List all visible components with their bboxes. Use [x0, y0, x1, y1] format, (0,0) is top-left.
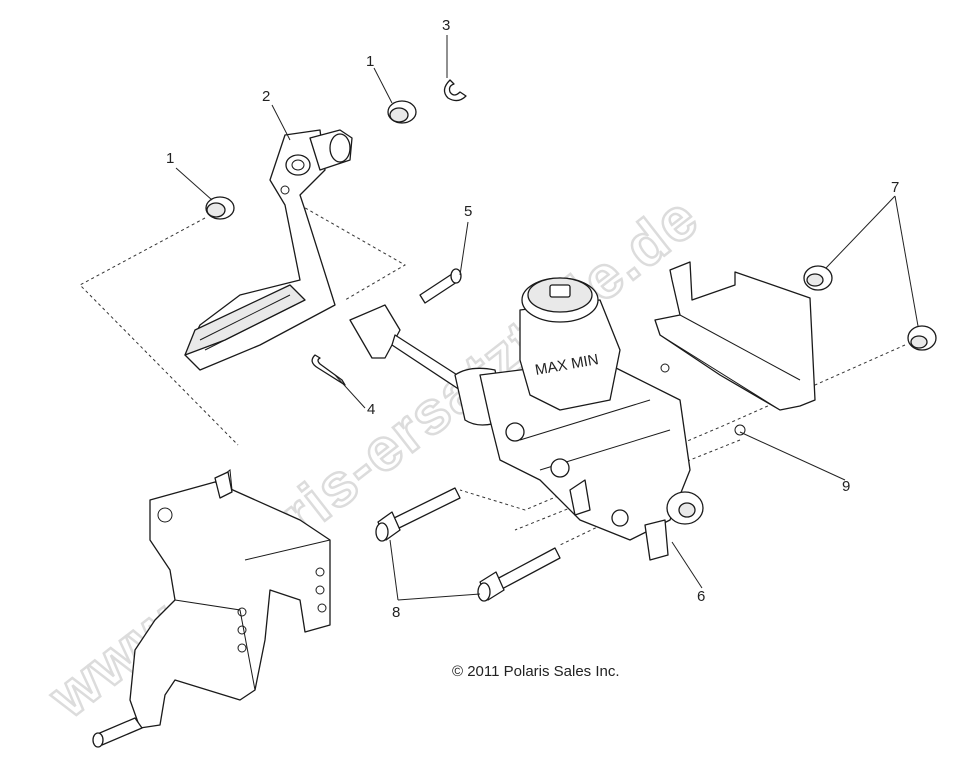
callout-9: 9	[842, 478, 850, 495]
bolt-lower	[477, 547, 561, 602]
callout-1-top: 1	[366, 53, 374, 70]
callout-7: 7	[891, 179, 899, 196]
master-cylinder: MAX MIN	[349, 277, 704, 561]
bushing-left	[205, 196, 235, 220]
nut-lower	[907, 325, 937, 351]
callout-6: 6	[697, 588, 705, 605]
mounting-bracket	[92, 469, 331, 748]
callout-8: 8	[392, 604, 400, 621]
callout-5: 5	[464, 203, 472, 220]
clevis-pin	[419, 268, 462, 304]
brake-pedal	[184, 129, 353, 371]
mounting-plate	[654, 261, 816, 436]
nut-upper	[803, 265, 833, 291]
callout-3: 3	[442, 17, 450, 34]
bolt-upper	[375, 487, 461, 542]
callout-2: 2	[262, 88, 270, 105]
leader-lines	[175, 35, 919, 601]
e-clip	[443, 79, 467, 102]
bushing-top	[387, 100, 417, 124]
callout-1-left: 1	[166, 150, 174, 167]
callout-4: 4	[367, 401, 375, 418]
copyright-text: © 2011 Polaris Sales Inc.	[452, 663, 620, 680]
